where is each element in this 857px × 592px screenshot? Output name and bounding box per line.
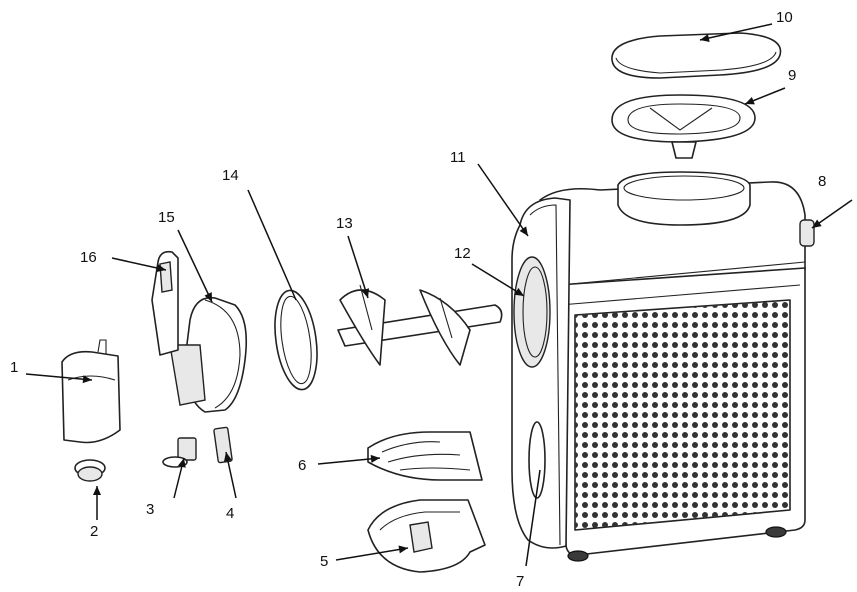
callout-label-12: 12 [454,245,471,262]
inner-frame-part [611,94,756,159]
cap-part [74,459,106,482]
leader-arrowhead-15 [204,292,212,302]
leader-line-11 [477,163,529,237]
leader-arrowhead-2 [93,486,101,495]
callout-label-16: 16 [80,249,97,266]
callout-label-10: 10 [776,9,793,26]
leader-line-6 [317,457,381,465]
auger-part [337,284,503,366]
leader-arrowhead-1 [82,375,92,384]
leader-line-12 [471,263,525,297]
leader-arrowhead-8 [812,219,822,228]
leader-line-7 [525,469,541,567]
callout-label-7: 7 [516,573,524,590]
callout-label-2: 2 [90,523,98,540]
leader-line-10 [699,23,773,41]
callout-label-3: 3 [146,501,154,518]
gasket-part [274,289,318,391]
callout-label-1: 1 [10,359,18,376]
leader-arrowhead-16 [156,264,166,272]
callout-label-6: 6 [298,457,306,474]
lid-part [611,32,782,79]
leader-arrowhead-5 [398,545,408,554]
callout-label-14: 14 [222,167,239,184]
leader-arrowhead-12 [514,287,524,296]
callout-label-15: 15 [158,209,175,226]
leader-arrowhead-3 [177,458,186,468]
leader-line-5 [335,547,409,561]
drip-cup-part [61,339,121,444]
machine-body [511,171,815,562]
drip-tray-part [367,499,486,573]
leader-line-15 [177,229,213,303]
leader-arrowhead-10 [700,34,710,42]
leader-arrowhead-6 [370,454,380,463]
leader-line-1 [25,373,93,381]
leader-arrowhead-9 [745,96,755,105]
front-cover-part [169,296,248,413]
leader-arrowhead-13 [361,288,370,298]
leader-line-14 [247,189,297,301]
drip-grid-part [367,431,483,481]
callout-label-8: 8 [818,173,826,190]
callout-label-9: 9 [788,67,796,84]
clip-part [213,426,233,464]
valve-part [162,437,197,468]
leader-arrowhead-11 [519,226,528,236]
callout-label-4: 4 [226,505,234,522]
callout-label-13: 13 [336,215,353,232]
leader-line-13 [347,235,369,299]
leader-line-16 [111,257,167,271]
leader-arrowhead-4 [224,452,232,462]
callout-label-11: 11 [450,149,466,166]
callout-label-5: 5 [320,553,328,570]
